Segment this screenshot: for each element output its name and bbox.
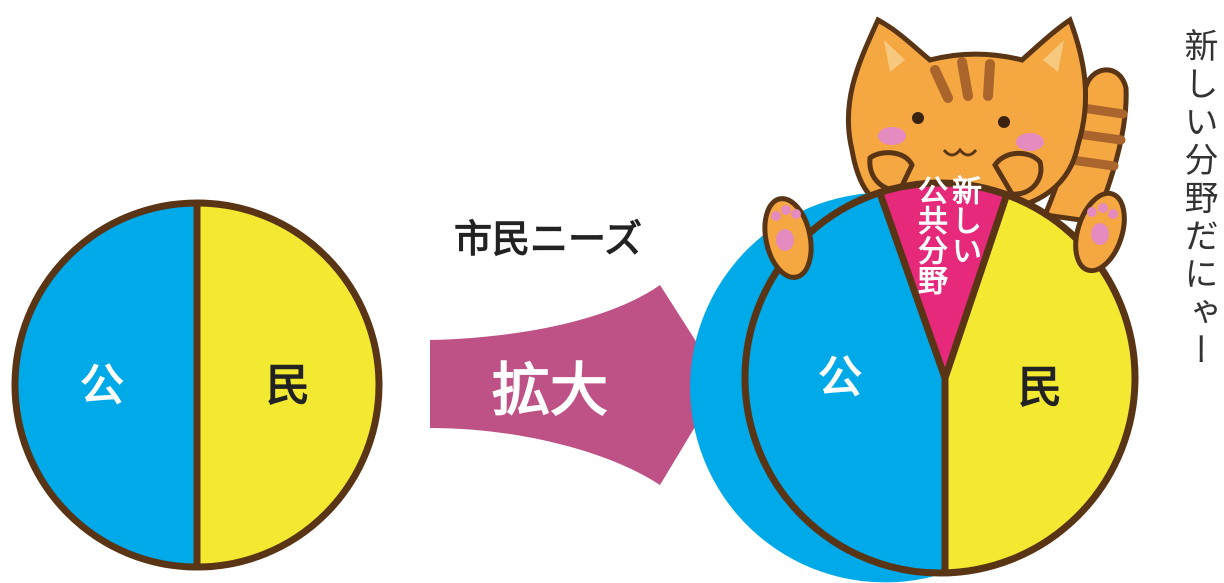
left-pie-private-label: 民: [266, 360, 310, 411]
cat-right-paw: [1073, 190, 1127, 274]
cat-right-eye: [998, 116, 1010, 128]
cat-right-cheek: [1016, 133, 1044, 151]
right-pie-public-sector: [690, 192, 945, 583]
new-sector-line-2: 公共分野: [912, 175, 947, 295]
cat-left-cheek: [878, 127, 906, 145]
cat-left-paw: [762, 196, 814, 280]
right-pie-private-label: 民: [1018, 362, 1062, 413]
right-pie-private-sector: [945, 194, 1136, 574]
cat-right-front-paw: [992, 150, 1044, 197]
cat-left-eye: [912, 112, 924, 124]
left-pie-public-half: [15, 203, 198, 567]
left-pie-public-label: 公: [80, 360, 124, 411]
left-pie-outline: [11, 199, 383, 571]
cat-side-paws: [762, 190, 1127, 280]
cat-speech-text: 新しい分野だにゃー: [1178, 28, 1218, 370]
expand-arrow: 市民ニーズ 拡大: [430, 217, 722, 485]
left-pie: 公 民: [11, 199, 383, 571]
right-pie-public-label: 公: [818, 352, 862, 403]
mascot-cat: [845, 16, 1129, 225]
cat-mouth: [942, 147, 978, 157]
right-pie-new-sector: [879, 182, 1007, 378]
new-sector-label: 新しい 公共分野: [912, 175, 981, 295]
citizen-needs-label: 市民ニーズ: [454, 217, 642, 261]
cat-left-front-paw: [867, 150, 915, 193]
left-pie-private-half: [197, 203, 379, 567]
right-pie-dividers: [876, 191, 1011, 573]
new-sector-line-1: 新しい: [946, 175, 981, 265]
arrow-shape: [430, 285, 722, 485]
expand-label: 拡大: [492, 356, 608, 424]
right-pie-outline: [741, 179, 1139, 577]
right-pie: 公 民: [690, 179, 1139, 583]
